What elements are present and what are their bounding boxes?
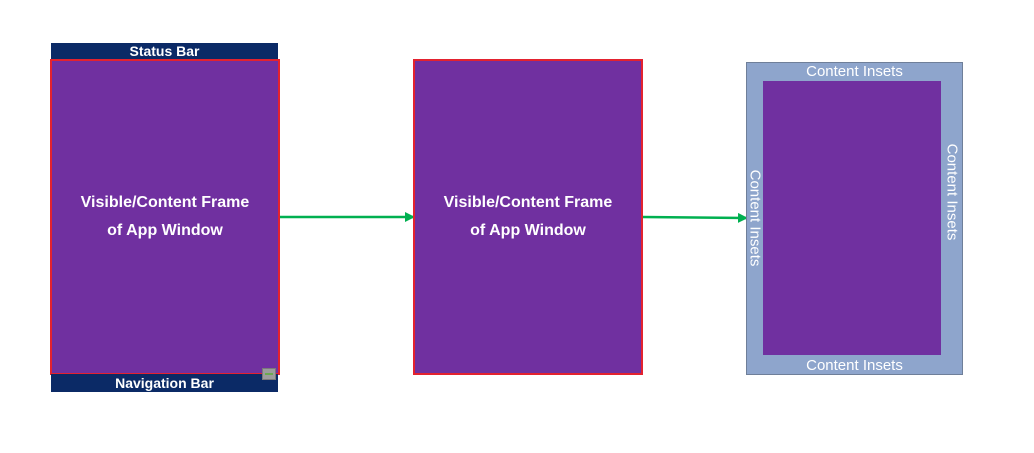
content-frame-middle: Visible/Content Frame of App Window (413, 59, 643, 375)
status-bar: Status Bar (51, 43, 278, 60)
frame-label-line1: Visible/Content Frame (80, 194, 250, 211)
content-insets-bottom-label: Content Insets (806, 357, 903, 374)
content-insets-top-label: Content Insets (806, 63, 903, 80)
resize-icon (262, 368, 276, 380)
content-insets-left-label: Content Insets (746, 169, 764, 267)
content-frame-left: Visible/Content Frame of App Window (50, 59, 280, 375)
content-insets-right-label: Content Insets (943, 143, 961, 241)
arrow-middle-to-right (642, 212, 748, 223)
inset-content-frame (763, 81, 941, 355)
frame-label-line2: of App Window (470, 222, 586, 239)
frame-label-line1: Visible/Content Frame (443, 194, 613, 211)
navigation-bar: Navigation Bar (51, 374, 278, 392)
frame-label-line2: of App Window (107, 222, 223, 239)
